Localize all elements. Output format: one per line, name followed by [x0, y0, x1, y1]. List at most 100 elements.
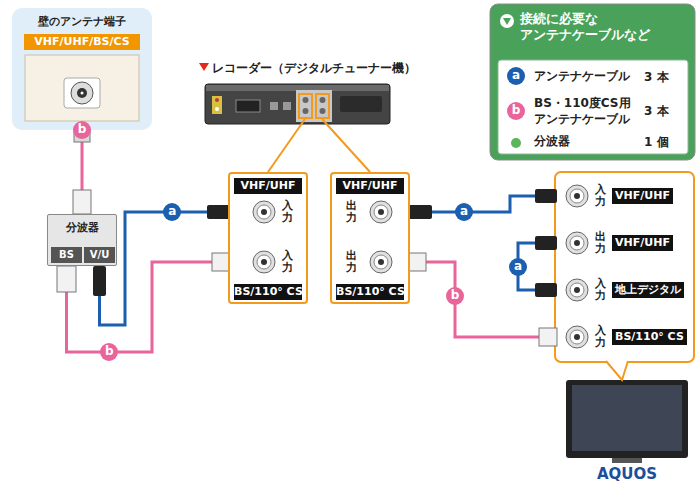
recorder-port — [303, 108, 309, 114]
recorder-body — [205, 84, 390, 124]
connector-pin — [261, 259, 267, 265]
port-label: 入力 — [595, 325, 606, 349]
recorder-button — [283, 102, 291, 110]
connector-pin — [574, 240, 580, 246]
terminal-band: VHF/UHF/BS/CS — [24, 34, 140, 50]
legend-icon-arrow — [503, 18, 511, 25]
connector-pin — [378, 209, 384, 215]
cable-letter: b — [507, 102, 525, 119]
connector-body — [570, 236, 584, 250]
cable-letter: b — [446, 287, 464, 305]
quantity: 1 個 — [644, 134, 669, 151]
band-footer: BS/110° CS — [336, 284, 404, 300]
connector-body — [570, 189, 584, 203]
recorder-port — [320, 108, 326, 114]
output-port: 出力 — [332, 244, 408, 280]
connector-body — [570, 283, 584, 297]
connector-ring — [566, 185, 588, 207]
legend-text: BS・110度CS用 アンテナケーブル — [534, 96, 638, 127]
legend-icon — [500, 14, 514, 28]
splitter-box: 分波器BSV/U — [47, 214, 117, 266]
antenna-cable — [408, 262, 557, 337]
brand-name: AQUOS — [597, 465, 657, 483]
callout-line — [322, 119, 370, 172]
antenna-cable — [100, 212, 231, 325]
tv-port: 出力 VHF/UHF — [557, 225, 693, 261]
connector-body — [257, 255, 271, 269]
connector-icon — [251, 199, 277, 225]
cable-letter: a — [509, 258, 527, 276]
device-title: レコーダー（デジタルチューナー機） — [212, 60, 416, 77]
connector-pin — [574, 287, 580, 293]
plug — [408, 253, 426, 271]
socket-plate — [25, 55, 139, 121]
plug — [535, 236, 557, 250]
connector-ring — [370, 251, 392, 273]
tv-callout — [555, 172, 694, 362]
connector-icon — [564, 324, 590, 350]
connector-ring — [253, 201, 275, 223]
recorder-slot — [340, 96, 382, 112]
port-label: 入力 — [282, 200, 293, 224]
plug — [408, 205, 432, 219]
socket-ring — [71, 82, 93, 104]
port-name: VHF/UHF — [612, 235, 673, 251]
tv-port: 入力BS/110° CS — [557, 319, 693, 355]
legend-frame — [490, 4, 695, 160]
splitter-output: V/U — [84, 247, 115, 263]
tv-port: 入力VHF/UHF — [557, 178, 693, 214]
recorder-output-panel: VHF/UHFBS/110° CS出力出力 — [330, 172, 410, 304]
splitter-output: BS — [51, 247, 82, 263]
connector-ring — [370, 201, 392, 223]
legend-heading: 接続に必要な アンテナケーブルなど — [520, 11, 670, 44]
legend-swatch — [511, 138, 521, 148]
recorder-input-panel: VHF/UHFBS/110° CS入力入力 — [228, 172, 308, 304]
legend-text: 分波器 — [534, 134, 634, 150]
recorder-jack — [215, 98, 219, 102]
connector-body — [257, 205, 271, 219]
connector-body — [570, 330, 584, 344]
cable-letter: a — [455, 203, 473, 221]
legend-panel — [498, 60, 688, 154]
port-label: 出力 — [595, 231, 606, 255]
tv-screen — [572, 385, 682, 451]
tv-port: 入力地上デジタル — [557, 272, 693, 308]
connector-ring — [566, 232, 588, 254]
antenna-cable — [67, 262, 231, 352]
connector-icon — [368, 199, 394, 225]
cable-letter: a — [507, 67, 525, 84]
recorder-port-frame — [299, 94, 312, 118]
socket-hole — [77, 88, 87, 98]
callout-line — [268, 119, 305, 172]
output-port: 出力 — [332, 194, 408, 230]
legend-text: アンテナケーブル — [534, 69, 644, 85]
cable-letter: b — [73, 121, 91, 139]
connector-icon — [251, 249, 277, 275]
plug — [535, 189, 557, 203]
connector-icon — [564, 183, 590, 209]
connector-ring — [566, 279, 588, 301]
input-port: 入力 — [230, 194, 306, 230]
recorder-back-panel — [296, 90, 332, 122]
connector-pin — [574, 193, 580, 199]
connector-body — [374, 255, 388, 269]
plug — [73, 190, 91, 214]
connector-body — [374, 205, 388, 219]
port-label: 出力 — [346, 200, 357, 224]
port-label: 出力 — [346, 250, 357, 274]
recorder-port-frame — [316, 94, 329, 118]
port-name: VHF/UHF — [612, 188, 673, 204]
wall-terminal-panel: 壁のアンテナ端子 VHF/UHF/BS/CS — [12, 8, 152, 130]
cable-letter: a — [163, 203, 181, 221]
output-name: V/U — [84, 248, 115, 262]
recorder-jacks — [212, 96, 222, 114]
recorder-jack — [215, 107, 219, 111]
wall-socket — [24, 54, 140, 124]
connector-icon — [564, 230, 590, 256]
panel-title: 壁のアンテナ端子 — [12, 14, 152, 29]
recorder-display — [236, 100, 260, 112]
connector-pin — [261, 209, 267, 215]
recorder-port — [303, 97, 309, 103]
